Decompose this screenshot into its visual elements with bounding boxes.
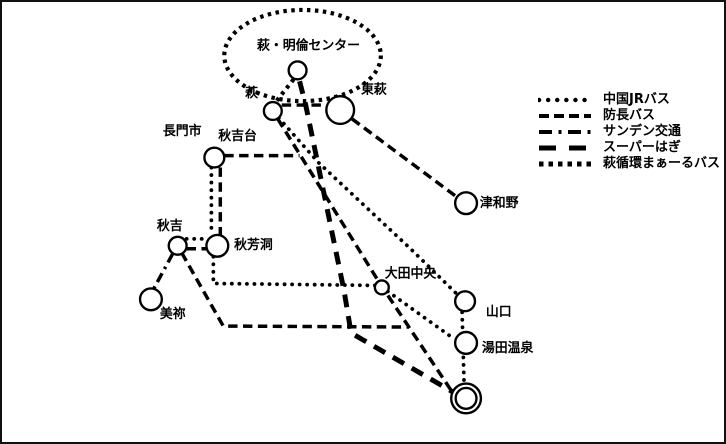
station-mine: 美祢 — [138, 287, 186, 322]
station-higashi-hagi: 東萩 — [325, 81, 387, 126]
station-yuda-onsen: 湯田温泉 — [453, 330, 534, 356]
route-line-meirin-center-to-shin-yamaguchi — [297, 80, 459, 397]
route-line-meirin-center-to-hagi — [273, 78, 296, 105]
route-line-hagi-to-shin-yamaguchi — [276, 118, 453, 392]
legend-line-sample-sanden — [539, 130, 591, 134]
station-yamaguchi: 山口 — [453, 290, 512, 320]
legend-item-super: スーパーはぎ — [538, 141, 720, 155]
station-label-oda-chuo: 大田中央 — [385, 266, 438, 282]
station-label-akiyoshido: 秋芳洞 — [234, 237, 273, 253]
station-circle-oda-chuo — [373, 279, 390, 296]
legend-line-sample-maaru — [539, 161, 591, 167]
legend-item-sanden: サンデン交通 — [538, 125, 720, 139]
station-label-yamaguchi: 山口 — [486, 304, 512, 320]
station-akiyoshido: 秋芳洞 — [205, 233, 273, 258]
legend-line-sample-jr — [538, 97, 592, 103]
route-line-akiyoshi-to-mine — [152, 252, 175, 290]
legend-item-maaru: 萩循環まぁーるバス — [538, 157, 720, 171]
legend-item-bocho: 防長バス — [538, 109, 720, 123]
station-circle-hagi — [262, 100, 283, 122]
station-label-yuda-onsen: 湯田温泉 — [482, 340, 534, 356]
legend-line-sample-super — [539, 145, 591, 151]
legend-label-sanden: サンデン交通 — [603, 124, 682, 139]
route-line-akiyoshido-to-oda-chuo — [211, 254, 377, 288]
station-circle-akiyoshido — [205, 233, 230, 258]
station-label-nagato-shi: 長門市 — [163, 123, 202, 139]
station-label-hagi-meirin-center: 萩・明倫センター — [257, 38, 360, 54]
route-line-hagi-to-yamaguchi — [276, 116, 459, 296]
station-circle-yamaguchi — [453, 290, 477, 313]
station-label-hagi: 萩 — [245, 85, 258, 101]
route-line-higashi-hagi-to-tsuwano — [351, 117, 459, 199]
station-akiyoshi: 秋吉 — [157, 218, 188, 256]
station-circle-mine — [138, 287, 164, 312]
station-nagato-shi: 長門市 — [163, 123, 226, 169]
station-circle-nagato-shi — [203, 146, 226, 169]
station-tsuwano: 津和野 — [453, 191, 519, 216]
station-circle-akiyoshi — [167, 235, 188, 256]
station-label-tsuwano: 津和野 — [480, 195, 519, 211]
station-hagi: 萩 — [245, 85, 283, 122]
station-circle-yuda-onsen — [453, 330, 479, 355]
map-label-akiyoshidai: 秋吉台 — [218, 128, 257, 144]
station-oda-chuo: 大田中央 — [373, 266, 438, 296]
route-line-yamaguchi-to-shin-yamaguchi — [460, 310, 466, 386]
station-label-akiyoshi: 秋吉 — [157, 218, 183, 234]
legend-label-super: スーパーはぎ — [603, 140, 681, 155]
station-circle-hagi-meirin-center — [287, 60, 308, 81]
legend-item-jr: 中国JRバス — [538, 93, 720, 107]
legend-label-bocho: 防長バス — [603, 108, 656, 123]
route-line-oda-chuo-to-yuda-onsen — [385, 289, 457, 341]
station-label-mine: 美祢 — [160, 306, 186, 322]
station-label-higashi-hagi: 東萩 — [361, 81, 387, 97]
station-circle-tsuwano — [453, 191, 479, 216]
legend-label-maaru: 萩循環まぁーるバス — [603, 156, 721, 171]
route-line-hagi-loop — [222, 7, 383, 104]
legend: 中国JRバス防長バスサンデン交通スーパーはぎ萩循環まぁーるバス — [538, 93, 720, 171]
station-hagi-meirin-center: 萩・明倫センター — [257, 38, 360, 81]
legend-line-sample-bocho — [539, 114, 591, 118]
station-shin-yamaguchi — [450, 382, 483, 415]
station-circle-higashi-hagi — [325, 94, 356, 126]
legend-label-jr: 中国JRバス — [603, 92, 670, 107]
station-inner-circle-shin-yamaguchi — [454, 386, 478, 410]
